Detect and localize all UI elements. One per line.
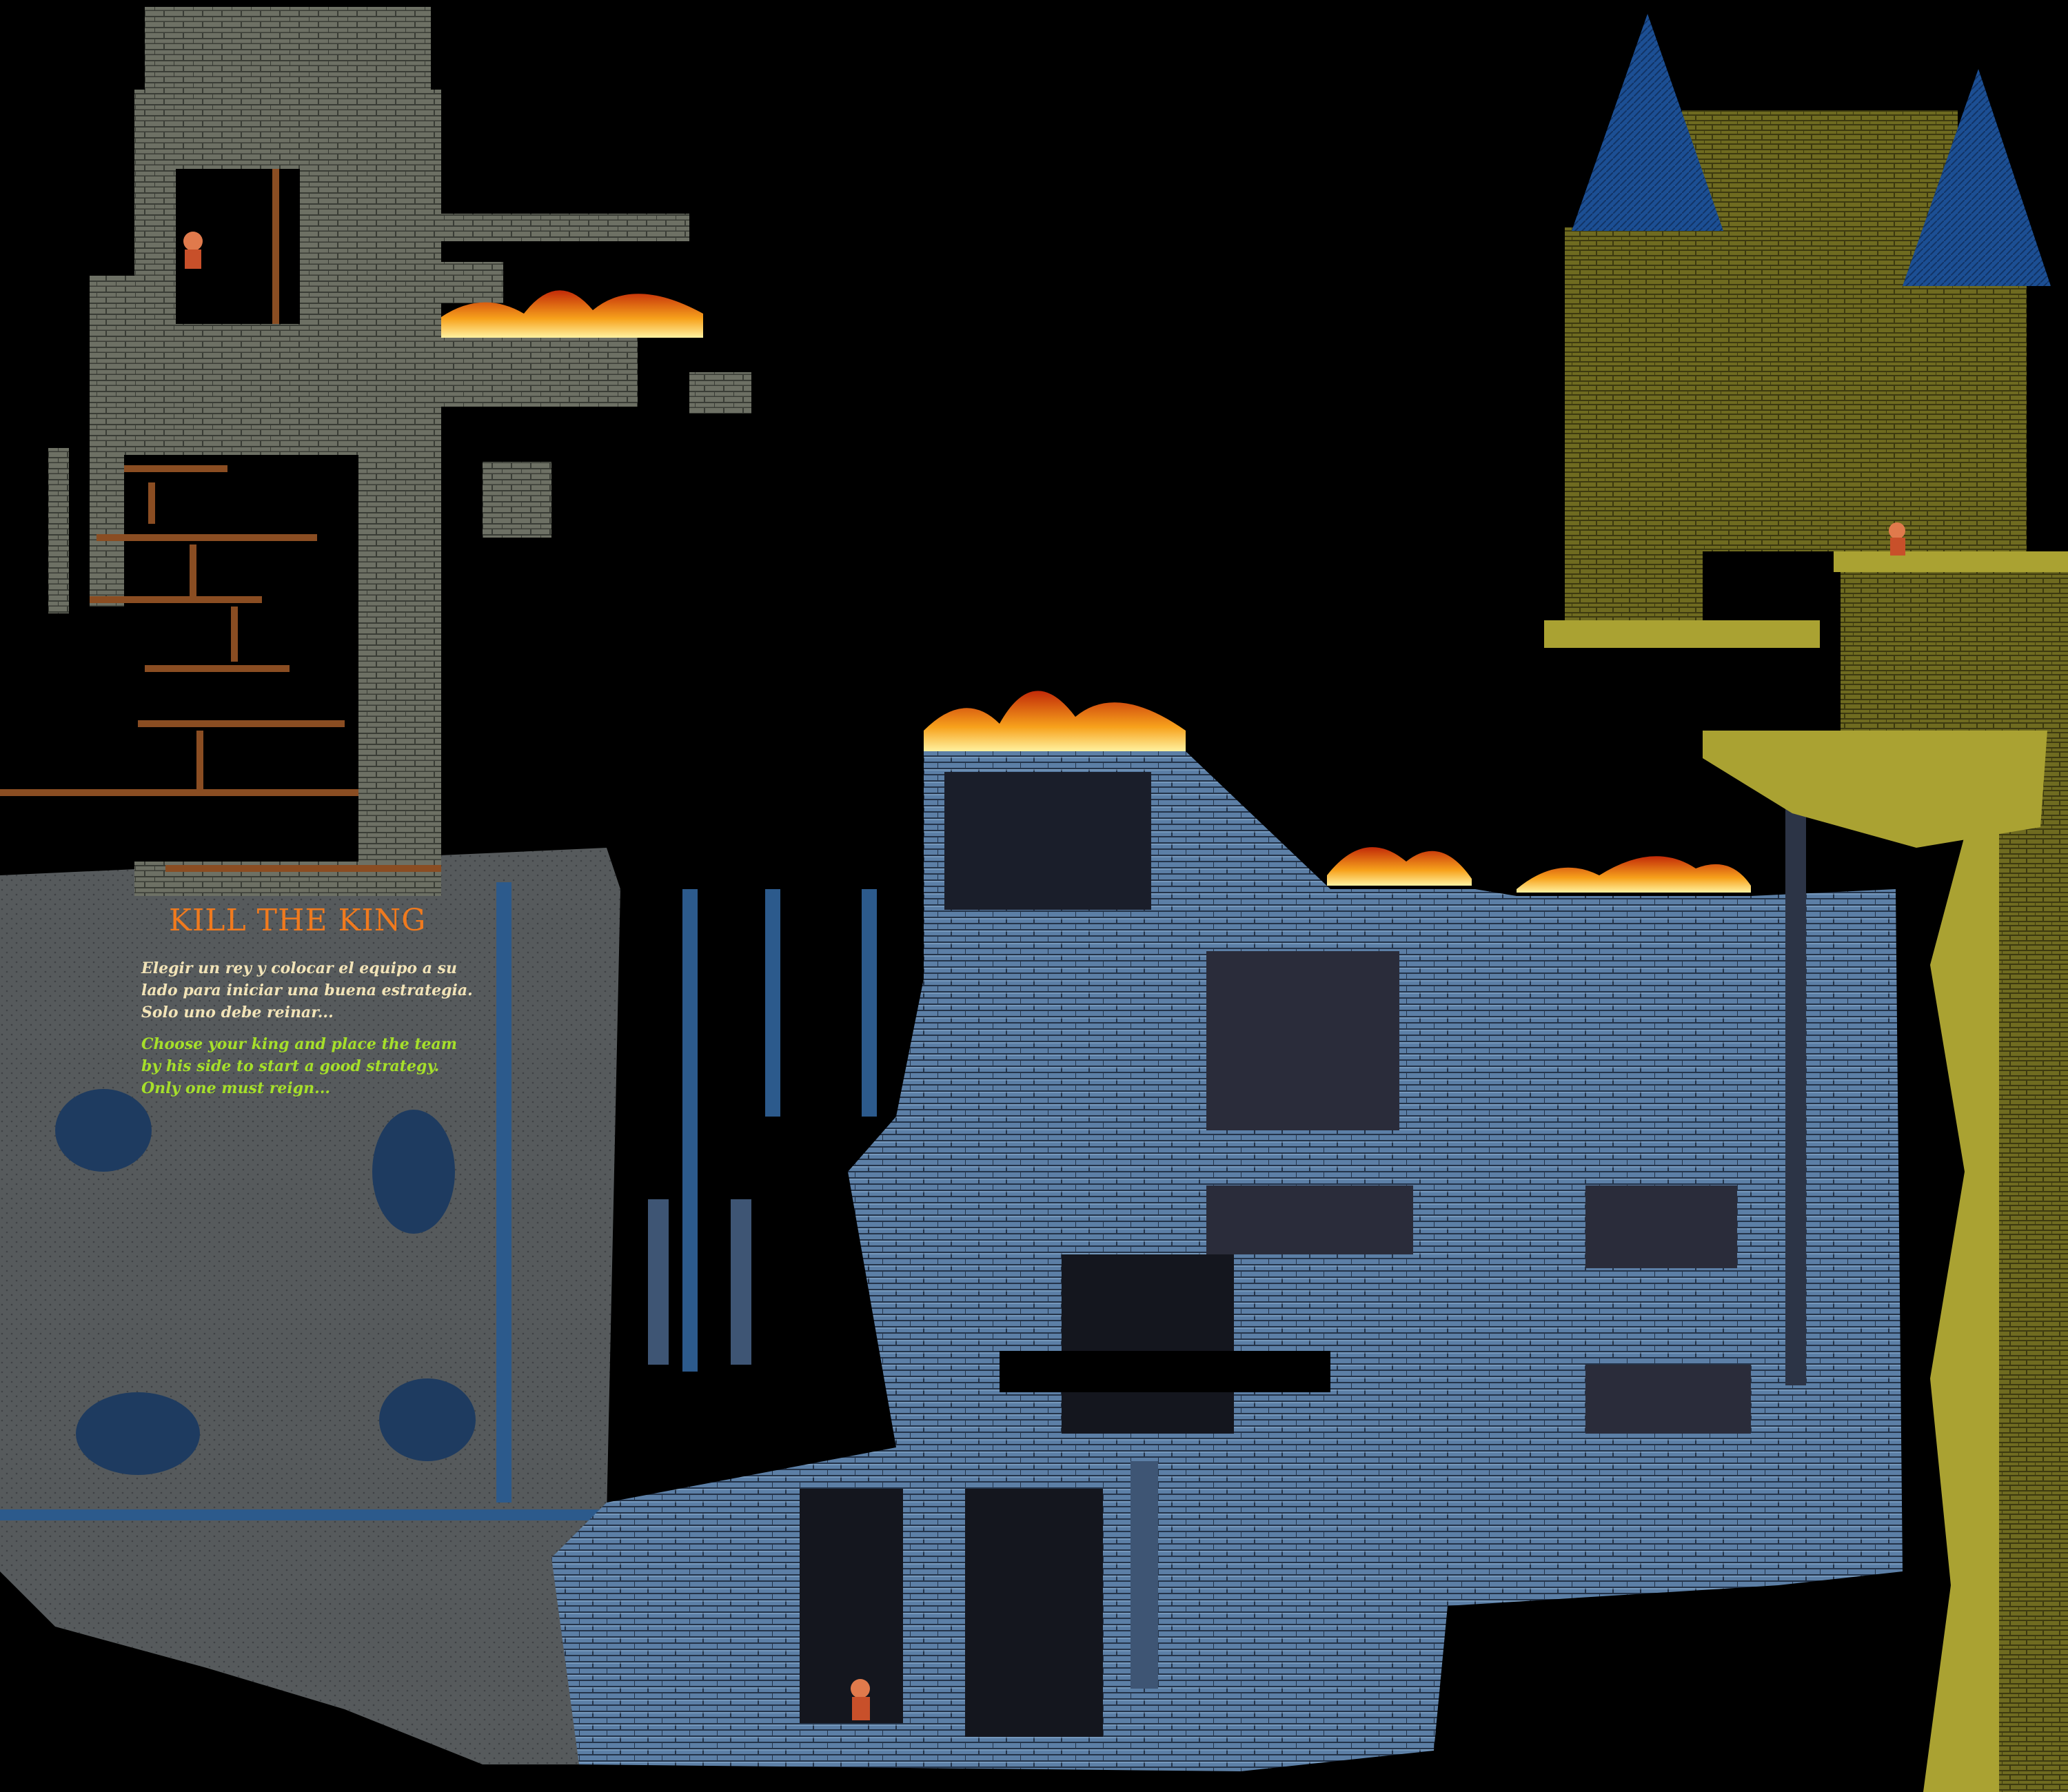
sign-title: KILL THE KING [169, 903, 427, 938]
blue-brick-castle [551, 691, 1903, 1771]
king-character [183, 232, 1905, 1720]
spanish-line: Solo uno debe reinar... [141, 1004, 334, 1021]
olive-castle [1544, 14, 2068, 1792]
english-line: Choose your king and place the team [141, 1035, 458, 1053]
cave-rock [0, 848, 877, 1764]
english-line: by his side to start a good strategy. [141, 1057, 440, 1075]
spanish-line: lado para iniciar una buena estrategia. [141, 981, 473, 999]
spanish-line: Elegir un rey y colocar el equipo a su [141, 959, 457, 977]
english-line: Only one must reign... [141, 1079, 331, 1097]
grey-stone-tower [0, 7, 751, 896]
